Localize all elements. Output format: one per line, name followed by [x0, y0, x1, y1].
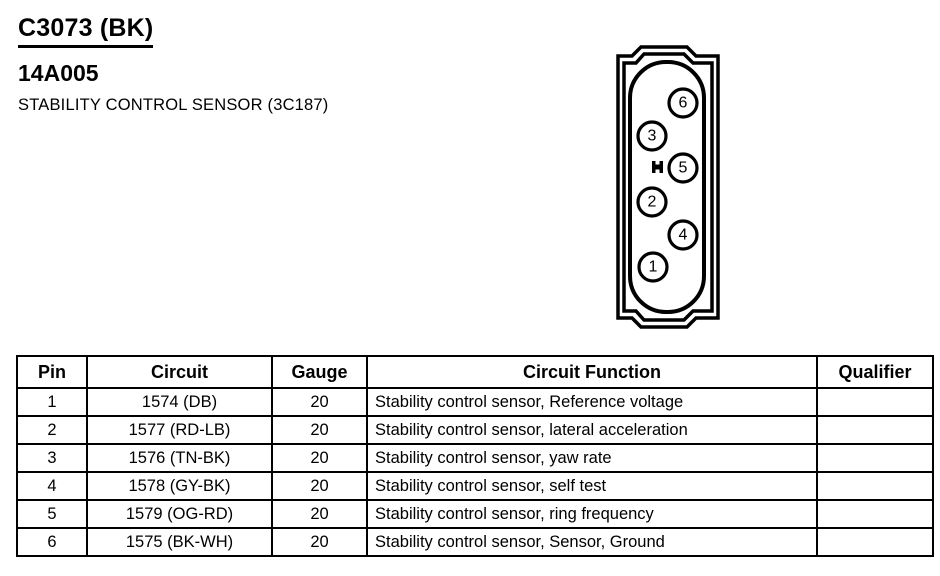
cell-qualifier: [816, 499, 934, 529]
pin-circle-label: 1: [649, 259, 658, 276]
table-row: 2 1577 (RD-LB) 20 Stability control sens…: [16, 415, 934, 445]
pin-circle-label: 6: [679, 95, 688, 112]
cell-pin: 3: [16, 443, 88, 473]
cell-circuit: 1576 (TN-BK): [86, 443, 273, 473]
cell-qualifier: [816, 443, 934, 473]
cell-function-text: Stability control sensor, Sensor, Ground: [375, 533, 665, 551]
cell-gauge: 20: [271, 443, 368, 473]
table-row: 1 1574 (DB) 20 Stability control sensor,…: [16, 387, 934, 417]
column-header-function: Circuit Function: [366, 355, 818, 389]
cell-gauge: 20: [271, 471, 368, 501]
pin-circle-6[interactable]: 6: [667, 87, 699, 119]
cell-gauge: 20: [271, 527, 368, 557]
table-row: 4 1578 (GY-BK) 20 Stability control sens…: [16, 471, 934, 501]
cell-pin: 4: [16, 471, 88, 501]
pin-circle-label: 4: [679, 227, 688, 244]
cell-gauge: 20: [271, 387, 368, 417]
component-name: STABILITY CONTROL SENSOR (3C187): [18, 96, 329, 114]
pin-circle-3[interactable]: 3: [636, 120, 668, 152]
column-header-pin: Pin: [16, 355, 88, 389]
connector-outer-outline: [616, 45, 720, 329]
cell-function-text: Stability control sensor, ring frequency: [375, 505, 654, 523]
cell-function: Stability control sensor, self test: [366, 471, 818, 501]
cell-circuit: 1577 (RD-LB): [86, 415, 273, 445]
table-row: 5 1579 (OG-RD) 20 Stability control sens…: [16, 499, 934, 529]
cell-circuit: 1575 (BK-WH): [86, 527, 273, 557]
cell-function: Stability control sensor, yaw rate: [366, 443, 818, 473]
cell-pin: 1: [16, 387, 88, 417]
cell-qualifier: [816, 415, 934, 445]
cell-function: Stability control sensor, ring frequency: [366, 499, 818, 529]
pin-circle-label: 2: [648, 194, 657, 211]
cell-qualifier: [816, 471, 934, 501]
cell-pin: 6: [16, 527, 88, 557]
connector-middle-outline: [622, 52, 714, 322]
pin-circle-2[interactable]: 2: [636, 186, 668, 218]
cell-pin: 2: [16, 415, 88, 445]
cell-function-text: Stability control sensor, yaw rate: [375, 449, 612, 467]
connector-id-title: C3073 (BK): [18, 16, 154, 48]
cell-gauge: 20: [271, 415, 368, 445]
cell-circuit: 1579 (OG-RD): [86, 499, 273, 529]
cell-pin: 5: [16, 499, 88, 529]
part-number: 14A005: [18, 60, 99, 86]
column-header-gauge: Gauge: [271, 355, 368, 389]
column-header-qualifier: Qualifier: [816, 355, 934, 389]
connector-face-diagram: 6 3 5 2 4 1: [608, 42, 732, 332]
pinout-table: Pin Circuit Gauge Circuit Function Quali…: [16, 355, 934, 557]
pin-circle-label: 5: [679, 160, 688, 177]
i-beam-key-icon: [652, 161, 663, 173]
cell-qualifier: [816, 387, 934, 417]
cell-function-text: Stability control sensor, Reference volt…: [375, 393, 684, 411]
cell-function: Stability control sensor, Sensor, Ground: [366, 527, 818, 557]
cell-gauge: 20: [271, 499, 368, 529]
table-header-row: Pin Circuit Gauge Circuit Function Quali…: [16, 355, 934, 389]
cell-circuit: 1578 (GY-BK): [86, 471, 273, 501]
column-header-circuit: Circuit: [86, 355, 273, 389]
pin-circle-4[interactable]: 4: [667, 219, 699, 251]
table-row: 6 1575 (BK-WH) 20 Stability control sens…: [16, 527, 934, 557]
pin-circle-1[interactable]: 1: [637, 251, 669, 283]
pin-circle-5[interactable]: 5: [667, 152, 699, 184]
cell-qualifier: [816, 527, 934, 557]
pin-circle-label: 3: [648, 128, 657, 145]
cell-circuit: 1574 (DB): [86, 387, 273, 417]
cell-function: Stability control sensor, lateral accele…: [366, 415, 818, 445]
cell-function-text: Stability control sensor, self test: [375, 477, 607, 495]
connector-inner-cavity: [628, 60, 706, 314]
table-row: 3 1576 (TN-BK) 20 Stability control sens…: [16, 443, 934, 473]
cell-function: Stability control sensor, Reference volt…: [366, 387, 818, 417]
pin-circles: 6 3 5 2 4 1: [636, 87, 699, 283]
cell-function-text: Stability control sensor, lateral accele…: [375, 421, 688, 439]
